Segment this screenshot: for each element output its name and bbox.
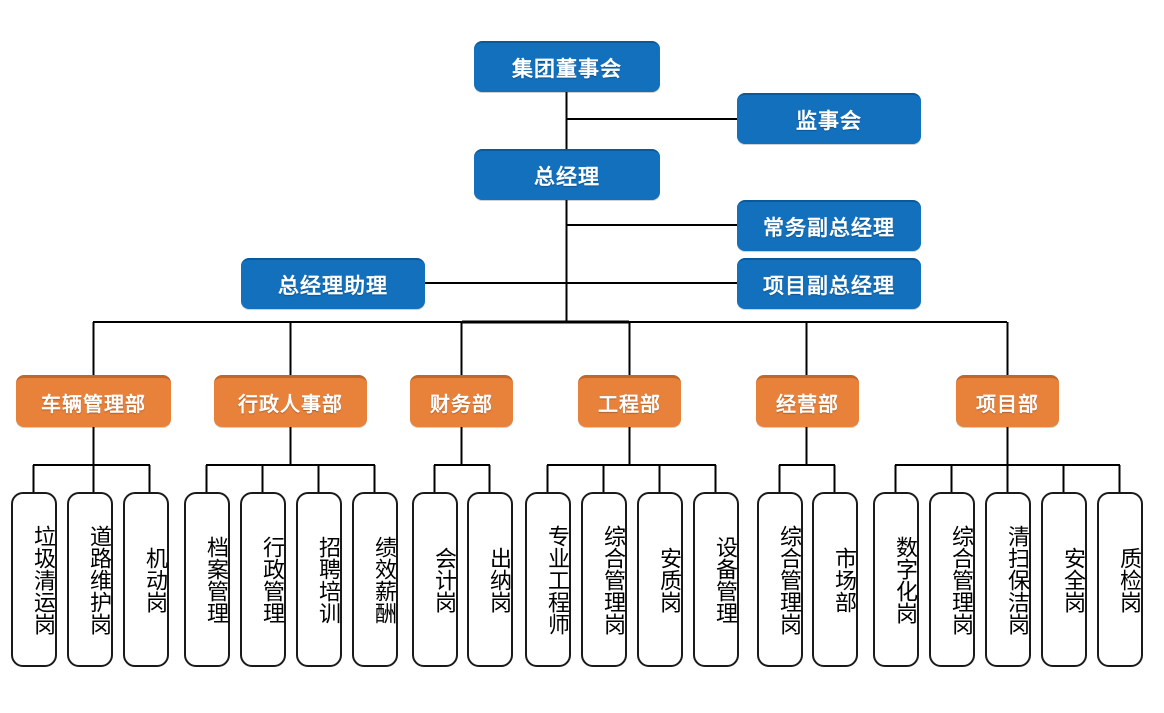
post-label: 道路维护岗 [87, 524, 112, 635]
post-label: 安质岗 [657, 546, 682, 613]
node-executive-deputy-general-manager[interactable]: 常务副总经理 [737, 200, 921, 251]
node-supervisory-board[interactable]: 监事会 [737, 93, 921, 144]
post-label: 清扫保洁岗 [1005, 524, 1030, 635]
post-label: 综合管理岗 [601, 524, 626, 635]
node-post-operations-general-management[interactable]: 综合管理岗 [757, 492, 803, 667]
node-post-accounting[interactable]: 会计岗 [412, 492, 458, 667]
node-post-recruitment-training[interactable]: 招聘培训 [296, 492, 342, 667]
node-department-project[interactable]: 项目部 [956, 375, 1059, 427]
post-label: 综合管理岗 [949, 524, 974, 635]
node-post-quality-inspection[interactable]: 质检岗 [1097, 492, 1143, 667]
post-label: 数字化岗 [893, 535, 918, 624]
node-department-finance[interactable]: 财务部 [410, 375, 513, 427]
node-post-marketing[interactable]: 市场部 [812, 492, 858, 667]
node-post-safety[interactable]: 安全岗 [1041, 492, 1087, 667]
post-label: 设备管理 [713, 535, 738, 624]
post-label: 档案管理 [204, 535, 229, 624]
node-post-cleaning-sanitation[interactable]: 清扫保洁岗 [985, 492, 1031, 667]
post-label: 综合管理岗 [777, 524, 802, 635]
node-post-equipment-management[interactable]: 设备管理 [693, 492, 739, 667]
post-label: 出纳岗 [487, 546, 512, 613]
post-label: 机动岗 [143, 546, 168, 613]
node-department-vehicle-management[interactable]: 车辆管理部 [16, 375, 171, 427]
node-general-manager[interactable]: 总经理 [474, 149, 660, 200]
node-post-performance-compensation[interactable]: 绩效薪酬 [352, 492, 398, 667]
post-label: 安全岗 [1061, 546, 1086, 613]
post-label: 行政管理 [260, 535, 285, 624]
post-label: 垃圾清运岗 [31, 524, 56, 635]
post-label: 专业工程师 [545, 524, 570, 635]
node-project-deputy-general-manager[interactable]: 项目副总经理 [737, 258, 921, 309]
node-post-archive-management[interactable]: 档案管理 [184, 492, 230, 667]
node-general-manager-assistant[interactable]: 总经理助理 [241, 258, 425, 309]
node-board[interactable]: 集团董事会 [474, 41, 660, 92]
node-post-engineering-general-management[interactable]: 综合管理岗 [581, 492, 627, 667]
node-post-cashier[interactable]: 出纳岗 [467, 492, 513, 667]
post-label: 招聘培训 [316, 535, 341, 624]
node-department-administration-hr[interactable]: 行政人事部 [214, 375, 367, 427]
node-post-digitalization[interactable]: 数字化岗 [873, 492, 919, 667]
node-post-administrative-management[interactable]: 行政管理 [240, 492, 286, 667]
post-label: 绩效薪酬 [372, 535, 397, 624]
post-label: 质检岗 [1117, 546, 1142, 613]
post-label: 市场部 [832, 546, 857, 613]
node-post-garbage-transport[interactable]: 垃圾清运岗 [11, 492, 57, 667]
node-post-road-maintenance[interactable]: 道路维护岗 [67, 492, 113, 667]
node-department-operations[interactable]: 经营部 [756, 375, 859, 427]
node-post-project-general-management[interactable]: 综合管理岗 [929, 492, 975, 667]
node-department-engineering[interactable]: 工程部 [578, 375, 681, 427]
node-post-professional-engineer[interactable]: 专业工程师 [525, 492, 571, 667]
post-label: 会计岗 [432, 546, 457, 613]
node-post-safety-quality[interactable]: 安质岗 [637, 492, 683, 667]
node-post-mobile-duty[interactable]: 机动岗 [123, 492, 169, 667]
